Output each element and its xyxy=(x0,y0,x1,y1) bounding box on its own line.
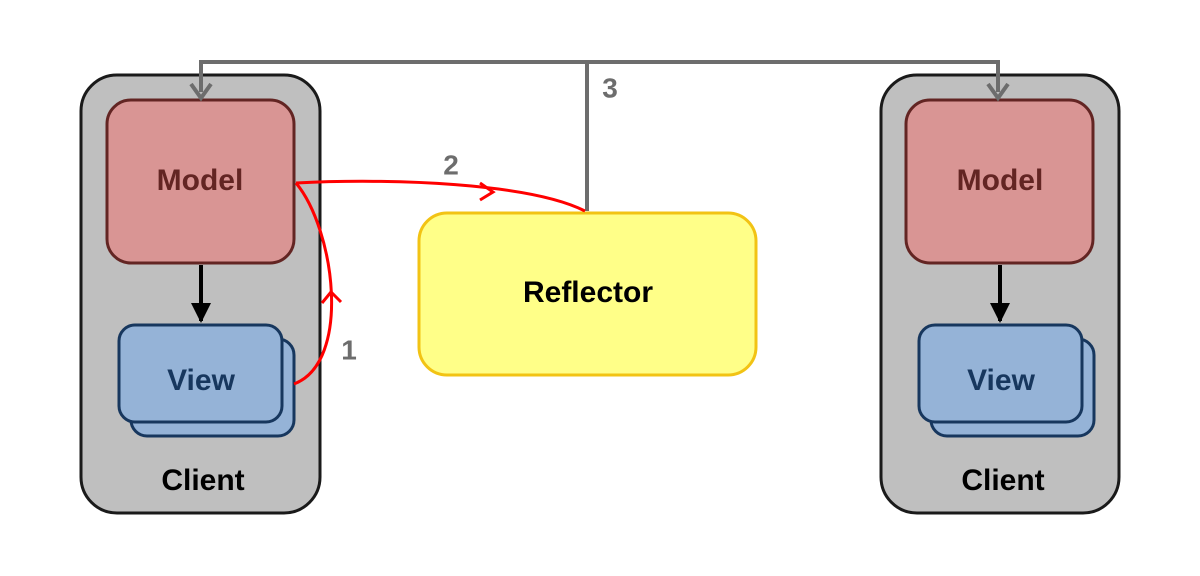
broadcast-arrowhead-right xyxy=(986,82,1010,102)
reflector-label: Reflector xyxy=(523,276,653,309)
client-right-view-box xyxy=(917,323,1084,424)
client-right-view-label: View xyxy=(967,364,1035,397)
broadcast-connector xyxy=(189,60,1010,211)
broadcast-arrowhead-left xyxy=(189,82,213,102)
step-2-label: 2 xyxy=(443,149,459,180)
reflector: Reflector xyxy=(417,211,758,377)
model-to-reflector-arrow xyxy=(295,179,586,213)
view-to-model-arrow xyxy=(293,182,343,386)
client-right-model-box xyxy=(904,98,1095,265)
step-3-label: 3 xyxy=(602,72,618,103)
client-left-view-label: View xyxy=(167,364,235,397)
client-right-client-label: Client xyxy=(961,464,1044,497)
client-right-model-label: Model xyxy=(957,164,1044,197)
reflector-box xyxy=(417,211,758,377)
client-left-view-box xyxy=(117,323,284,424)
view-to-model-arrowhead xyxy=(320,289,343,304)
broadcast-horizontal-line xyxy=(199,60,1000,92)
client-left: Model View Client xyxy=(79,73,322,515)
step-1-label: 1 xyxy=(341,334,357,365)
client-left-client-label: Client xyxy=(161,464,244,497)
client-left-model-label: Model xyxy=(157,164,244,197)
model-to-reflector-curve xyxy=(295,179,586,213)
model-to-reflector-arrowhead xyxy=(479,181,496,202)
client-right: Model View Client xyxy=(879,73,1121,515)
